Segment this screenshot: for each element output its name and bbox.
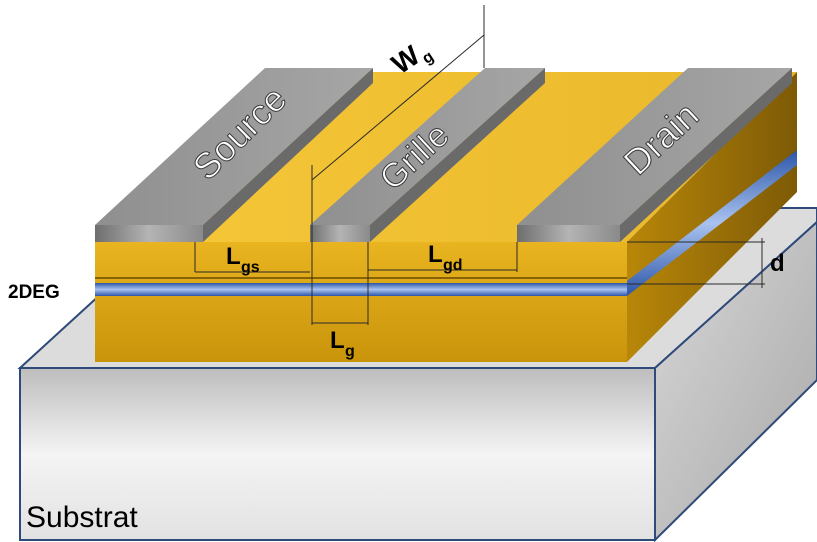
lgd-label-sub: gd xyxy=(443,257,463,274)
side-2deg-band xyxy=(627,150,797,296)
lg-label: L g xyxy=(330,327,355,360)
gate-side xyxy=(370,68,545,242)
stack-front-face xyxy=(95,242,627,362)
gate-top xyxy=(310,68,545,225)
lg-label-sub: g xyxy=(345,343,355,360)
front-2deg-band xyxy=(95,283,627,296)
substrate-front xyxy=(19,367,656,541)
two-deg-label: 2DEG xyxy=(8,282,60,303)
dimension-lines xyxy=(194,5,765,325)
source-electrode xyxy=(95,68,373,242)
drain-top xyxy=(517,68,792,225)
drain-front xyxy=(517,225,620,242)
substrate-label: Substrat xyxy=(26,501,138,534)
lgd-label: L gd xyxy=(428,241,463,274)
drain-side xyxy=(620,68,792,242)
lg-label-main: L xyxy=(330,327,345,354)
source-side xyxy=(203,68,373,242)
d-label: d xyxy=(770,250,785,277)
lgs-label: L gs xyxy=(226,243,260,276)
source-front xyxy=(95,225,203,242)
gate-front xyxy=(310,225,370,242)
gate-electrode xyxy=(310,68,545,242)
lgs-label-main: L xyxy=(226,243,241,270)
lgd-label-main: L xyxy=(428,241,443,268)
drain-electrode xyxy=(517,68,792,242)
source-top xyxy=(95,68,373,225)
lgs-label-sub: gs xyxy=(241,259,260,276)
wg-diagonal-line xyxy=(311,34,485,181)
